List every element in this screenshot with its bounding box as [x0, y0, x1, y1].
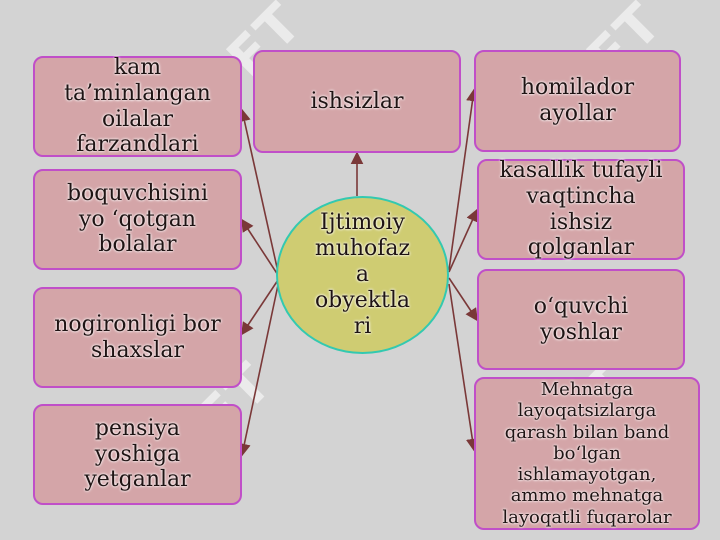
node-left-4: pensiya yoshiga yetganlar [33, 404, 242, 505]
node-right-1: homilador ayollar [474, 50, 681, 152]
arrow-to-right-2 [448, 208, 479, 273]
node-right-3: o‘quvchi yoshlar [477, 269, 685, 370]
node-left-1: kam ta’minlangan oilalar farzandlari [33, 55, 242, 157]
node-right-4: Mehnatga layoqatsizlarga qarash bilan ba… [474, 377, 700, 530]
node-right-2: kasallik tufayli vaqtincha ishsiz qolgan… [477, 158, 685, 260]
arrow-to-left-2 [241, 218, 279, 276]
arrow-to-right-3 [448, 277, 478, 322]
center-node: Ijtimoiy muhofaz a obyektla ri [276, 196, 449, 354]
arrow-to-right-1 [448, 88, 479, 271]
node-left-3: nogironligi bor shaxslar [33, 287, 242, 388]
arrow-to-right-4 [448, 283, 479, 452]
node-top: ishsizlar [253, 50, 461, 153]
node-left-2: boquvchisini yo ‘qotgan bolalar [33, 169, 242, 270]
arrow-to-left-1 [238, 108, 279, 273]
arrow-to-left-4 [238, 284, 279, 457]
arrow-to-left-3 [241, 279, 279, 336]
